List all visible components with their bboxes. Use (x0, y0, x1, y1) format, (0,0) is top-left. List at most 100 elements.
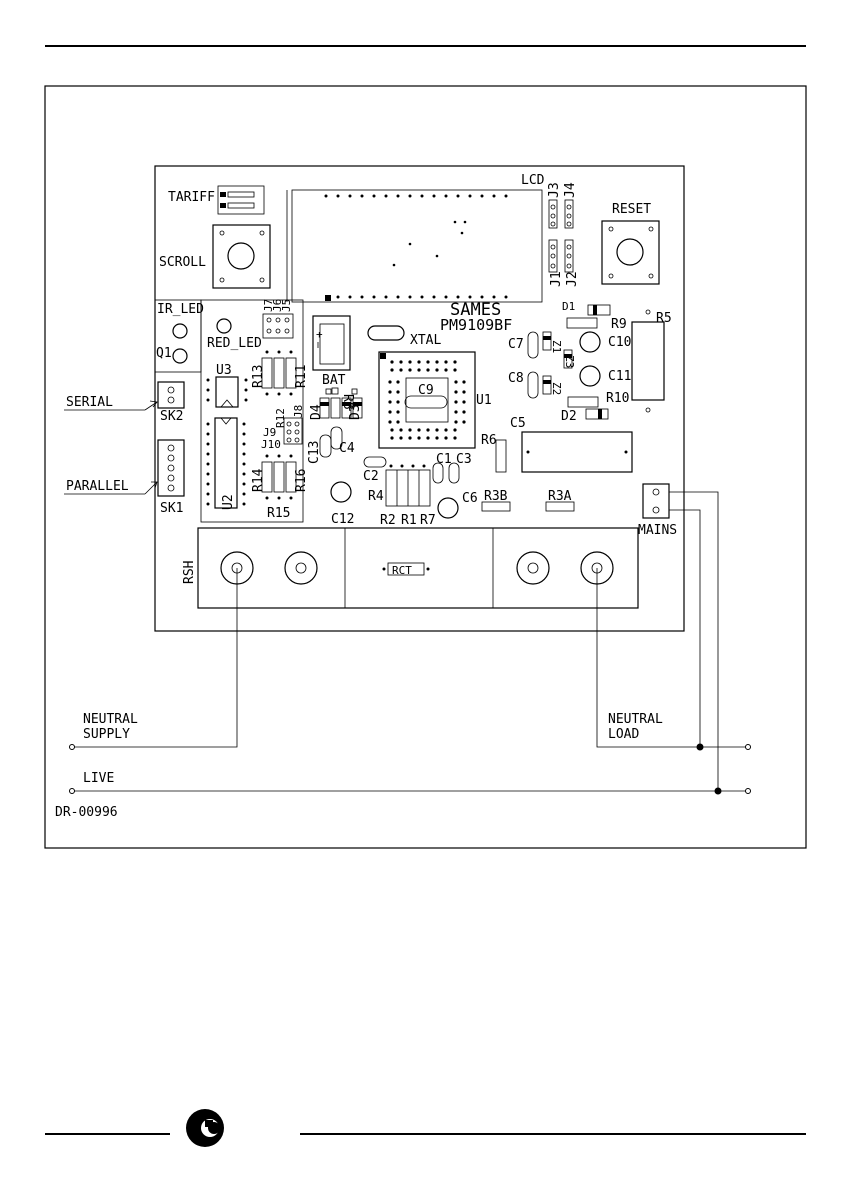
r14-r16 (261, 454, 297, 500)
zener-diodes (542, 331, 573, 395)
c12-capacitor (330, 481, 352, 503)
label-r7: R7 (420, 513, 436, 528)
c7-capacitor (527, 331, 539, 359)
label-u2: U2 (221, 494, 236, 510)
label-c6: C6 (462, 491, 478, 506)
q1-transistor (172, 348, 188, 364)
c4-capacitor (330, 426, 343, 450)
label-r1: R1 (401, 513, 417, 528)
label-r10: R10 (606, 391, 629, 406)
r6-resistor (495, 439, 507, 473)
c3-capacitor (448, 462, 460, 484)
label-r14: R14 (251, 468, 266, 492)
label-neutral-load-1: NEUTRAL (608, 712, 663, 727)
r10-resistor (567, 396, 599, 408)
label-rct: RCT (392, 564, 412, 577)
label-red-led: RED_LED (207, 336, 262, 351)
label-j4: J4 (563, 182, 578, 198)
label-d4: D4 (309, 404, 324, 420)
r1-r2-r4-r7 (385, 464, 431, 507)
label-j3: J3 (547, 182, 562, 198)
label-r3a: R3A (548, 489, 572, 504)
c1-capacitor (432, 462, 444, 484)
r9-resistor (566, 317, 598, 329)
tariff-switch (217, 185, 265, 215)
red-led (216, 318, 232, 334)
label-sk2: SK2 (160, 409, 183, 424)
label-j7: J7 (262, 299, 275, 312)
label-ir-led: IR_LED (157, 302, 204, 317)
label-j6: J6 (271, 299, 284, 312)
label-mains: MAINS (638, 523, 677, 538)
label-j2: J2 (565, 271, 580, 287)
label-r4: R4 (368, 489, 384, 504)
label-c11: C11 (608, 369, 631, 384)
label-sk1: SK1 (160, 501, 183, 516)
label-neutral-supply-2: SUPPLY (83, 727, 130, 742)
label-z2: Z2 (550, 382, 563, 395)
label-xtal: XTAL (410, 333, 441, 348)
label-c5: C5 (510, 416, 526, 431)
u1-socket (378, 351, 476, 449)
label-r9: R9 (611, 317, 627, 332)
label-j9: J9 (263, 426, 276, 439)
label-neutral-load-2: LOAD (608, 727, 639, 742)
label-r3b: R3B (484, 489, 508, 504)
label-j1: J1 (549, 271, 564, 287)
label-live: LIVE (83, 771, 114, 786)
r5-resistor (631, 321, 665, 401)
pcb-outline (154, 165, 685, 632)
label-r8: R8 (340, 394, 355, 410)
d2-diode (585, 408, 609, 420)
r3b-resistor (481, 501, 511, 512)
label-rsh: RSH (182, 561, 197, 584)
battery: + (312, 315, 351, 371)
label-pm: PM9109BF (440, 316, 512, 334)
label-d2: D2 (561, 409, 577, 424)
c8-capacitor (527, 371, 539, 399)
label-scroll: SCROLL (159, 255, 206, 270)
label-r2: R2 (380, 513, 396, 528)
label-j10: J10 (261, 438, 281, 451)
label-lcd: LCD (521, 173, 545, 188)
label-u1: U1 (476, 393, 492, 408)
u2-chip (206, 417, 246, 509)
c2-capacitor (363, 456, 387, 468)
reset-button (601, 220, 660, 285)
serial-callout (64, 400, 158, 411)
label-c13: C13 (307, 441, 322, 464)
wiring (69, 491, 751, 795)
label-j8: J8 (292, 405, 305, 418)
label-d3: D3 (348, 404, 363, 420)
lcd-module (286, 189, 543, 303)
label-q1: Q1 (156, 346, 172, 361)
sk2-connector (157, 381, 185, 409)
drawing-frame (44, 85, 807, 849)
label-r6: R6 (481, 433, 497, 448)
label-c7: C7 (508, 337, 524, 352)
label-reset: RESET (612, 202, 651, 217)
label-c8: C8 (508, 371, 524, 386)
d1-diode (587, 304, 611, 316)
label-parallel: PARALLEL (66, 479, 129, 494)
label-bat: BAT (322, 373, 346, 388)
ir-led (172, 323, 188, 339)
label-r11: R11 (294, 365, 309, 388)
scroll-button (212, 224, 271, 289)
c10-capacitor (579, 331, 601, 353)
jumpers-j5-j7 (262, 313, 294, 339)
label-r15: R15 (267, 506, 290, 521)
label-c1: C1 (436, 452, 452, 467)
label-c10: C10 (608, 335, 631, 350)
mains-connector (642, 483, 670, 519)
label-c9: C9 (418, 383, 434, 398)
c11-capacitor (579, 365, 601, 387)
label-d1: D1 (562, 300, 575, 313)
label-sames: SAMES (450, 300, 501, 320)
xtal (367, 325, 405, 341)
label-c4: C4 (339, 441, 355, 456)
label-r12: R12 (274, 408, 287, 428)
label-c2: C2 (363, 469, 379, 484)
parallel-callout (64, 481, 158, 495)
